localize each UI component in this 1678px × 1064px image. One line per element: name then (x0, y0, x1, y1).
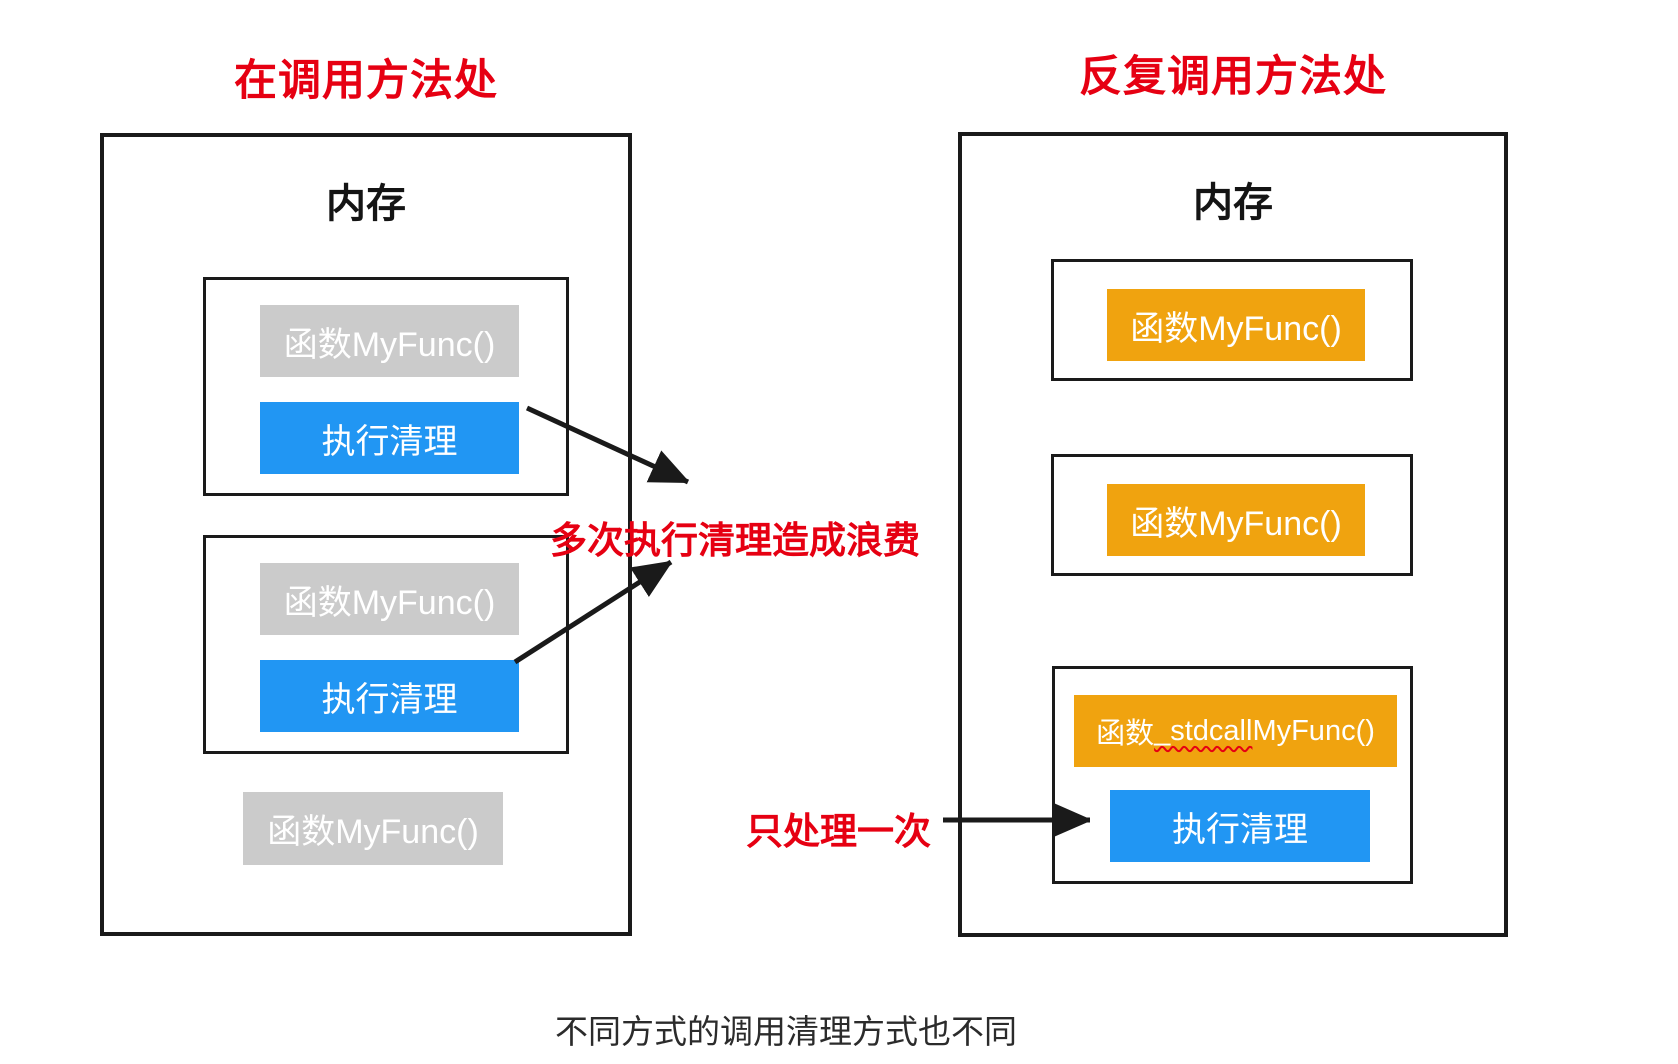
cleanup-box: 执行清理 (1110, 790, 1370, 862)
func-box: 函数MyFunc() (1107, 289, 1365, 361)
cleanup-box: 执行清理 (260, 402, 519, 474)
left-memory-box: 内存 函数MyFunc() 执行清理 函数MyFunc() 执行清理 函数MyF… (100, 133, 632, 936)
annotation-once: 只处理一次 (746, 811, 931, 852)
stdcall-func-prefix: 函数 (1096, 718, 1155, 750)
func-box: 函数MyFunc() (260, 563, 519, 635)
left-call-frame-1: 函数MyFunc() 执行清理 (203, 277, 569, 496)
left-call-frame-2: 函数MyFunc() 执行清理 (203, 535, 569, 754)
right-memory-box: 内存 函数MyFunc() 函数MyFunc() 函数_stdcall MyFu… (958, 132, 1508, 937)
right-panel-title: 反复调用方法处 (1079, 53, 1387, 101)
cleanup-box: 执行清理 (260, 660, 519, 732)
stdcall-func-suffix: MyFunc() (1252, 714, 1375, 747)
diagram-caption: 不同方式的调用清理方式也不同 (555, 1013, 1017, 1050)
right-stdcall-frame: 函数_stdcall MyFunc() 执行清理 (1052, 666, 1413, 884)
stdcall-keyword: _stdcall (1154, 714, 1253, 747)
stdcall-func-box: 函数_stdcall MyFunc() (1074, 695, 1397, 767)
left-panel-title: 在调用方法处 (234, 57, 498, 105)
right-func-frame-1: 函数MyFunc() (1051, 259, 1413, 381)
plain-func-box: 函数MyFunc() (243, 792, 503, 865)
right-func-frame-2: 函数MyFunc() (1051, 454, 1413, 576)
left-memory-label: 内存 (326, 182, 406, 226)
func-box: 函数MyFunc() (1107, 484, 1365, 556)
annotation-waste: 多次执行清理造成浪费 (550, 520, 920, 561)
right-memory-label: 内存 (1193, 181, 1273, 225)
func-box: 函数MyFunc() (260, 305, 519, 377)
